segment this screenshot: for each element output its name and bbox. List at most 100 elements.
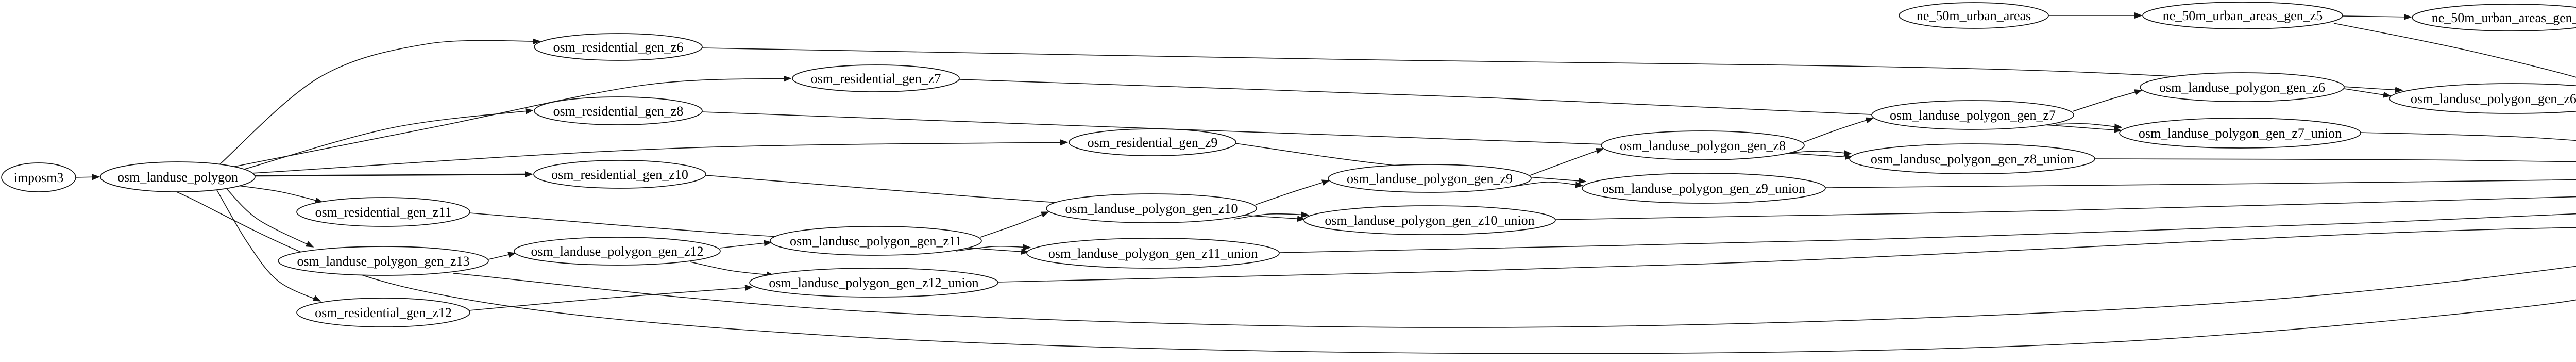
node-ne-50m-urban-areas-gen-z5: ne_50m_urban_areas_gen_z5 [2142,2,2343,29]
edge-osm-landuse-polygon-to-osm-residential-gen-z7 [231,78,791,168]
node-label-osm-landuse-polygon-gen-z8: osm_landuse_polygon_gen_z8 [1620,138,1786,153]
node-imposm3: imposm3 [1,162,76,192]
node-label-osm-landuse-polygon-gen-z7: osm_landuse_polygon_gen_z7 [1890,108,2056,123]
node-label-osm-landuse-polygon-gen-z9: osm_landuse_polygon_gen_z9 [1347,171,1513,186]
edge-osm-landuse-polygon-to-osm-residential-gen-z9 [251,142,1067,174]
node-osm-landuse-polygon-gen-z8: osm_landuse_polygon_gen_z8 [1601,130,1805,160]
node-label-osm-landuse-polygon-gen-z13: osm_landuse_polygon_gen_z13 [297,254,469,269]
node-ellipse-osm-landuse-polygon-gen-z8-union [1849,143,2095,174]
edge-osm-landuse-polygon-gen-z7-union-to-layer-landuse-z7 [2360,132,2576,141]
node-ellipse-osm-landuse-polygon-gen-z10-union [1303,205,1556,235]
node-ellipse-osm-landuse-polygon-gen-z12 [514,237,721,266]
node-ellipse-osm-landuse-polygon-gen-z9-union [1582,173,1826,204]
node-osm-landuse-polygon-gen-z8-union: osm_landuse_polygon_gen_z8_union [1849,143,2095,174]
node-osm-landuse-polygon-gen-z9: osm_landuse_polygon_gen_z9 [1328,164,1532,193]
edge-osm-landuse-polygon-gen-z10-union-to-layer-landuse-z10 [1555,196,2576,220]
node-label-osm-residential-gen-z8: osm_residential_gen_z8 [553,104,684,119]
node-ellipse-ne-50m-urban-areas [1899,2,2049,29]
node-ellipse-osm-landuse-polygon-gen-z11 [770,226,982,256]
node-ne-50m-urban-areas-gen-z4: ne_50m_urban_areas_gen_z4 [2412,4,2576,31]
edge-osm-landuse-polygon-to-osm-landuse-polygon-gen-z13 [225,187,313,248]
node-ellipse-osm-residential-gen-z12 [296,298,470,327]
node-label-osm-landuse-polygon-gen-z10-union: osm_landuse_polygon_gen_z10_union [1325,213,1534,228]
edge-osm-landuse-polygon-gen-z8-union-to-layer-landuse-z8 [2094,158,2576,162]
edge-osm-landuse-polygon-gen-z13-to-layer-landuse-z13 [453,266,2576,328]
node-label-osm-landuse-polygon-gen-z12-union: osm_landuse_polygon_gen_z12_union [769,275,978,290]
edge-osm-landuse-polygon-gen-z12-union-to-layer-landuse-z12 [997,227,2576,283]
node-osm-landuse-polygon-gen-z6-union: osm_landuse_polygon_gen_z6_union [2389,83,2576,114]
node-osm-residential-gen-z6: osm_residential_gen_z6 [534,33,703,61]
edge-osm-landuse-polygon-to-osm-residential-gen-z11 [238,185,323,202]
node-ellipse-osm-landuse-polygon-gen-z7-union [2119,118,2361,149]
node-osm-landuse-polygon-gen-z11-union: osm_landuse_polygon_gen_z11_union [1026,238,1280,269]
edge-osm-landuse-polygon-gen-z12-to-osm-landuse-polygon-gen-z11 [719,242,771,249]
node-label-osm-landuse-polygon-gen-z12: osm_landuse_polygon_gen_z12 [531,244,703,259]
node-label-osm-residential-gen-z6: osm_residential_gen_z6 [553,40,684,55]
edge-ne-50m-urban-areas-gen-z5-to-ne-50m-urban-areas-gen-z4 [2342,16,2411,17]
nodes-layer: imposm3 osm_landuse_polygon osm_residentia… [1,2,2576,327]
node-osm-landuse-polygon-gen-z11: osm_landuse_polygon_gen_z11 [770,226,982,256]
node-ellipse-osm-landuse-polygon-gen-z7 [1871,100,2074,130]
node-ellipse-osm-landuse-polygon-gen-z6-union [2389,83,2576,114]
node-osm-landuse-polygon-gen-z12: osm_landuse_polygon_gen_z12 [514,237,721,266]
node-label-imposm3: imposm3 [14,170,64,185]
edge-osm-landuse-polygon-gen-z11-to-osm-landuse-polygon-gen-z11-union [955,246,1030,252]
edge-osm-landuse-polygon-gen-z11-to-osm-landuse-polygon-gen-z10 [980,211,1048,238]
node-ellipse-osm-landuse-polygon-gen-z11-union [1026,238,1280,269]
node-ellipse-ne-50m-urban-areas-gen-z4 [2412,4,2576,31]
node-ellipse-osm-residential-gen-z11 [296,197,470,227]
node-ellipse-osm-landuse-polygon [100,161,256,192]
edge-osm-landuse-polygon-to-layer-landuse-z14+ [175,191,2576,354]
node-osm-residential-gen-z9: osm_residential_gen_z9 [1069,128,1236,156]
node-osm-residential-gen-z8: osm_residential_gen_z8 [534,96,703,125]
edge-osm-landuse-polygon-to-osm-residential-gen-z10 [255,174,532,176]
edge-osm-landuse-polygon-gen-z7-to-osm-landuse-polygon-gen-z7-union [2055,123,2122,127]
node-ellipse-osm-residential-gen-z8 [534,96,703,125]
node-osm-landuse-polygon: osm_landuse_polygon [100,161,256,192]
node-ellipse-osm-landuse-polygon-gen-z9 [1328,164,1532,193]
edge-osm-landuse-polygon-to-osm-residential-gen-z6 [218,40,540,166]
node-label-osm-residential-gen-z9: osm_residential_gen_z9 [1088,135,1218,150]
node-ellipse-osm-residential-gen-z7 [792,64,960,92]
node-label-ne-50m-urban-areas-gen-z4: ne_50m_urban_areas_gen_z4 [2432,10,2576,25]
node-label-osm-residential-gen-z7: osm_residential_gen_z7 [811,71,941,86]
node-ellipse-osm-residential-gen-z9 [1069,128,1236,156]
edge-ne-50m-urban-areas-gen-z5-to-layer-landuse-z5 [2333,23,2576,78]
node-ellipse-imposm3 [1,162,76,192]
node-osm-landuse-polygon-gen-z12-union: osm_landuse_polygon_gen_z12_union [749,268,998,298]
node-label-osm-landuse-polygon-gen-z11: osm_landuse_polygon_gen_z11 [790,234,962,249]
node-label-osm-landuse-polygon-gen-z6-union: osm_landuse_polygon_gen_z6_union [2411,91,2576,106]
node-osm-landuse-polygon-gen-z9-union: osm_landuse_polygon_gen_z9_union [1582,173,1826,204]
edges-layer [75,15,2576,354]
node-ellipse-osm-residential-gen-z10 [533,160,706,189]
edge-osm-landuse-polygon-to-osm-residential-gen-z12 [216,189,320,302]
node-ellipse-osm-landuse-polygon-gen-z10 [1046,193,1257,223]
node-label-osm-landuse-polygon-gen-z6: osm_landuse_polygon_gen_z6 [2159,80,2325,95]
edge-osm-landuse-polygon-gen-z8-to-osm-landuse-polygon-gen-z7 [1803,118,1873,143]
edge-osm-residential-gen-z12-to-osm-landuse-polygon-gen-z12-union [469,287,752,311]
node-osm-landuse-polygon-gen-z10-union: osm_landuse_polygon_gen_z10_union [1303,205,1556,235]
node-label-ne-50m-urban-areas-gen-z5: ne_50m_urban_areas_gen_z5 [2163,8,2323,23]
node-label-osm-landuse-polygon-gen-z9-union: osm_landuse_polygon_gen_z9_union [1602,181,1805,196]
node-osm-landuse-polygon-gen-z7-union: osm_landuse_polygon_gen_z7_union [2119,118,2361,149]
node-ellipse-osm-landuse-polygon-gen-z6 [2140,72,2345,102]
node-osm-landuse-polygon-gen-z6: osm_landuse_polygon_gen_z6 [2140,72,2345,102]
node-label-osm-residential-gen-z10: osm_residential_gen_z10 [551,167,688,182]
edge-osm-landuse-polygon-gen-z6-to-osm-landuse-polygon-gen-z6-union [2344,88,2391,96]
node-label-osm-landuse-polygon-gen-z8-union: osm_landuse_polygon_gen_z8_union [1871,152,2074,167]
node-label-ne-50m-urban-areas: ne_50m_urban_areas [1917,8,2031,23]
node-ellipse-osm-residential-gen-z6 [534,33,703,61]
node-label-osm-residential-gen-z11: osm_residential_gen_z11 [315,205,452,220]
node-label-osm-landuse-polygon-gen-z10: osm_landuse_polygon_gen_z10 [1065,201,1238,216]
node-label-osm-residential-gen-z12: osm_residential_gen_z12 [315,305,452,320]
edge-osm-landuse-polygon-gen-z9-union-to-layer-landuse-z9 [1825,179,2576,188]
edge-osm-landuse-polygon-gen-z10-to-osm-landuse-polygon-gen-z9 [1255,180,1329,205]
node-osm-residential-gen-z11: osm_residential_gen_z11 [296,197,470,227]
edge-osm-landuse-polygon-gen-z13-to-osm-landuse-polygon-gen-z12 [488,253,515,260]
node-ellipse-ne-50m-urban-areas-gen-z5 [2142,2,2343,29]
node-label-osm-landuse-polygon-gen-z11-union: osm_landuse_polygon_gen_z11_union [1048,246,1258,261]
node-osm-residential-gen-z10: osm_residential_gen_z10 [533,160,706,189]
node-label-osm-landuse-polygon-gen-z7-union: osm_landuse_polygon_gen_z7_union [2139,126,2342,141]
